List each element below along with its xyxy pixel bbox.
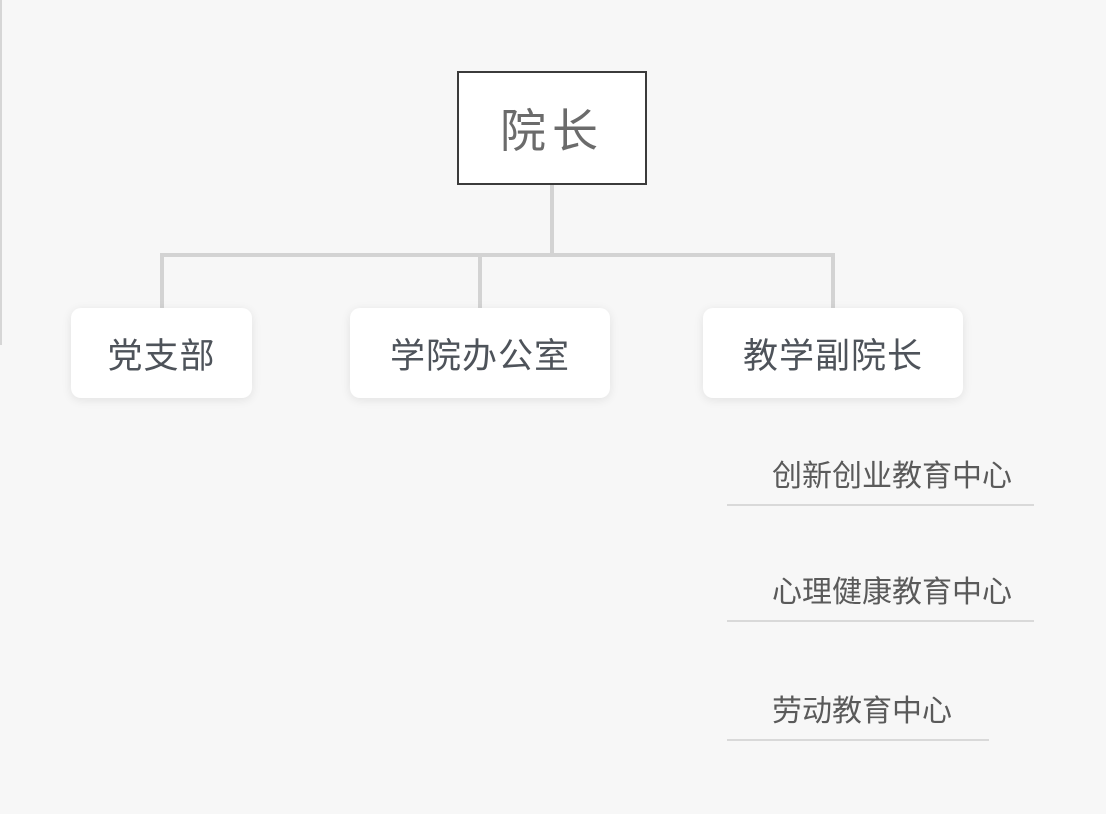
node-innovation-entrepreneurship-center[interactable]: 创新创业教育中心 (727, 452, 1034, 506)
connector-subtree-vertical (0, 0, 2, 345)
connector-drop-party-branch (160, 257, 164, 308)
node-vice-dean-teaching[interactable]: 教学副院长 (703, 308, 963, 398)
node-dean[interactable]: 院长 (457, 71, 647, 185)
connector-drop-vice-dean (831, 257, 835, 308)
node-college-office[interactable]: 学院办公室 (350, 308, 610, 398)
subnode-label: 创新创业教育中心 (772, 460, 1012, 493)
subnode-label: 心理健康教育中心 (772, 576, 1012, 609)
node-party-branch[interactable]: 党支部 (71, 308, 252, 398)
connector-horizontal-bar (160, 253, 835, 257)
connector-drop-college-office (478, 257, 482, 308)
node-mental-health-center[interactable]: 心理健康教育中心 (727, 568, 1034, 622)
subnode-label: 劳动教育中心 (772, 695, 952, 728)
node-labor-education-center[interactable]: 劳动教育中心 (727, 687, 989, 741)
connector-root-stem (550, 185, 554, 253)
